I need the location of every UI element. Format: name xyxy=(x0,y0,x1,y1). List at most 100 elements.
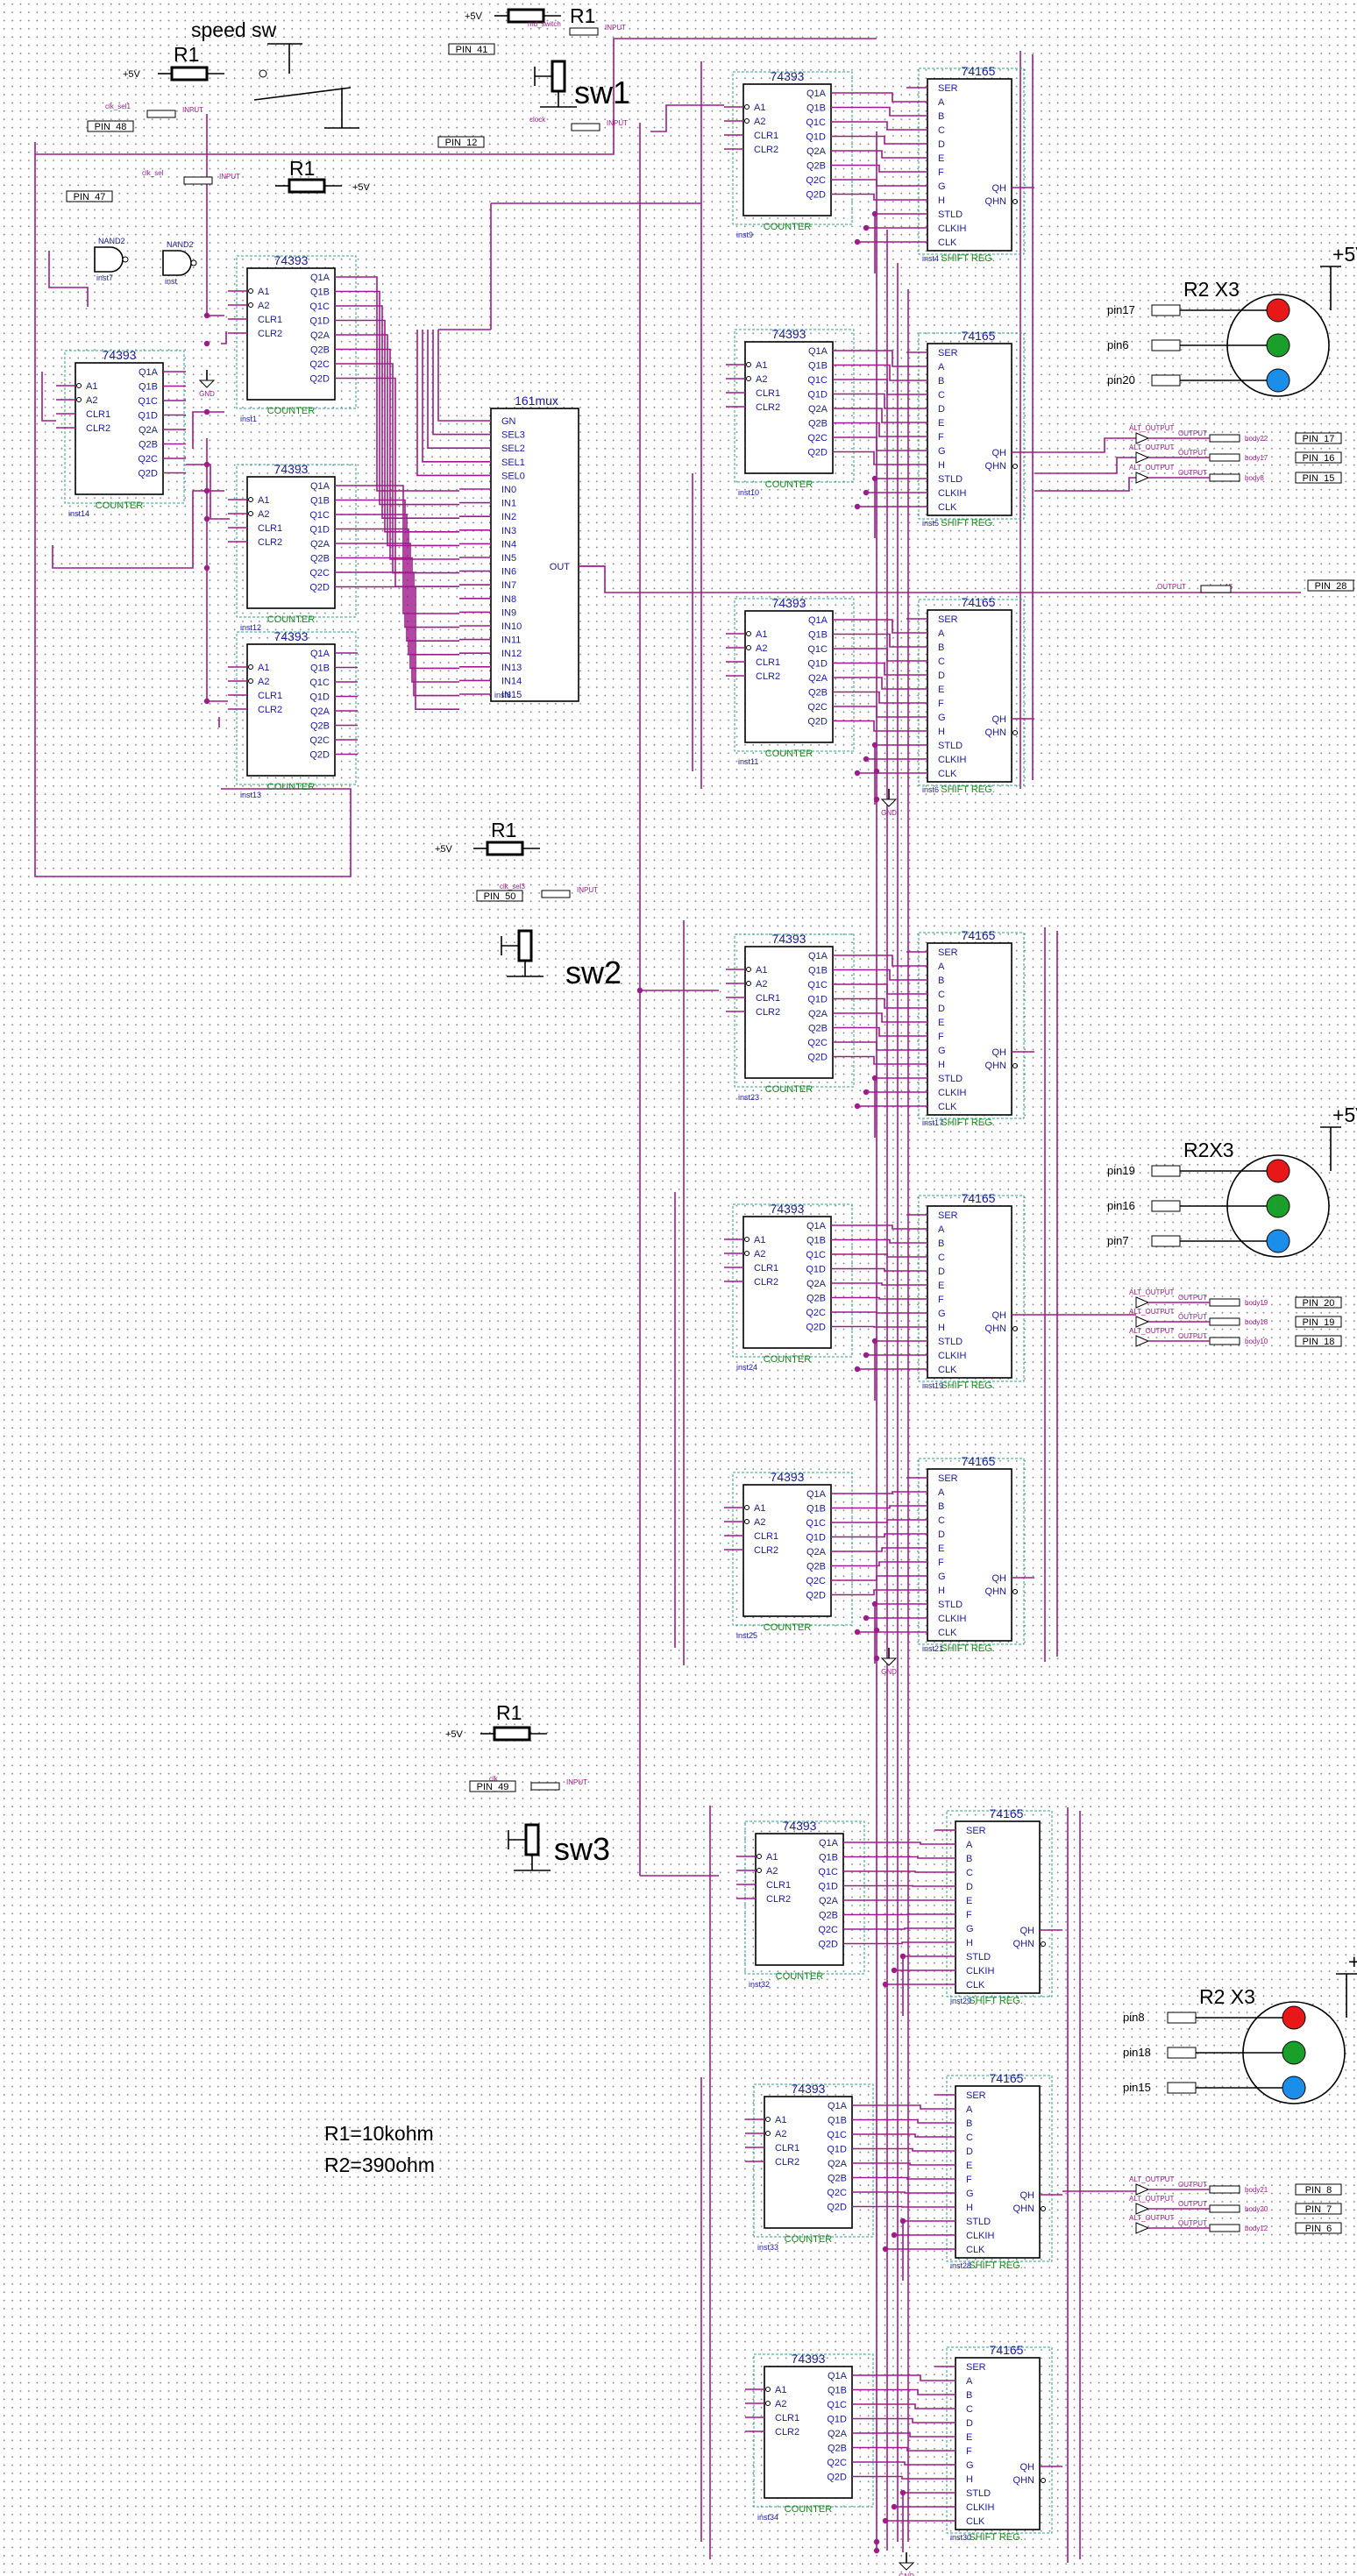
wire xyxy=(875,2191,934,2194)
pin-label: STLD xyxy=(938,1600,963,1610)
output-tag: OUTPUT xyxy=(1178,1332,1207,1340)
led-blue xyxy=(1266,368,1290,393)
pin-label: H xyxy=(938,460,945,471)
alt-buffer xyxy=(1135,1296,1150,1309)
pin-label: IN3 xyxy=(501,526,516,536)
r2-resistor xyxy=(1151,304,1181,316)
pin-box: PIN_17 xyxy=(1295,432,1342,444)
junction-dot xyxy=(636,987,643,994)
pin-label: QH xyxy=(992,183,1007,194)
pin-label: Q1C xyxy=(807,375,828,386)
pin-label: Q2D xyxy=(138,469,158,479)
pin-label: B xyxy=(938,1238,944,1249)
pin-label: Q2C xyxy=(309,359,330,370)
pin-label: Q1A xyxy=(310,649,330,659)
pin-box: PIN_28 xyxy=(1307,579,1354,592)
pin-label: Q2C xyxy=(806,1576,826,1586)
instance-label: inst34 xyxy=(757,2513,778,2522)
pin-label: A1 xyxy=(754,103,765,113)
chip-type-label: 74393 xyxy=(783,1819,817,1833)
chip-body xyxy=(755,1833,844,1966)
pin-label: CLK xyxy=(966,2245,985,2255)
pin-box-label: PIN_28 xyxy=(1315,581,1347,592)
pin-bubble xyxy=(248,497,253,502)
pin-label: CLR1 xyxy=(754,1531,778,1542)
net-name: clk_sel3 xyxy=(500,883,525,891)
pin-label: Q1B xyxy=(828,2386,847,2396)
wire xyxy=(875,2133,934,2138)
led-pin-label: pin16 xyxy=(1107,1199,1135,1212)
pin-label: A xyxy=(966,2376,973,2387)
output-tag: OUTPUT xyxy=(1178,2219,1207,2227)
chip-layer: NAND2inst7NAND2inst74393A1A2CLR1CLR2Q1AQ… xyxy=(56,64,1062,2543)
pin-label: Q1A xyxy=(310,481,330,492)
pin-label: E xyxy=(966,2432,972,2443)
instance-label: inst9 xyxy=(736,231,753,239)
pin-box: PIN_16 xyxy=(1295,451,1342,464)
wire xyxy=(192,411,224,449)
wire xyxy=(856,1026,906,1037)
vcc-label: +5V xyxy=(1348,1950,1357,1973)
shiftreg-caption: SHIFT REG. xyxy=(941,1118,995,1128)
wire xyxy=(854,1311,906,1314)
output-pin-body xyxy=(1209,2204,1240,2213)
junction-dot xyxy=(854,503,861,510)
pin-label: IN13 xyxy=(501,663,522,673)
counter-caption: COUNTER xyxy=(776,1971,823,1982)
pin-label: Q1B xyxy=(808,966,828,976)
r1-label: R1 xyxy=(570,4,595,27)
input-tag: INPUT xyxy=(182,106,203,114)
wire xyxy=(866,1927,934,1930)
pin-label: Q1B xyxy=(808,361,828,372)
pin-label: Q2C xyxy=(827,2188,847,2198)
pin-label: CLR2 xyxy=(754,1545,778,1556)
pin-label: SER xyxy=(966,1826,986,1836)
pin-label: Q2C xyxy=(806,1308,826,1318)
pin-label: Q2D xyxy=(309,583,330,593)
wire xyxy=(875,2403,934,2409)
wire xyxy=(856,422,906,437)
alt-buffer xyxy=(1135,472,1150,484)
junction-dot xyxy=(899,1953,906,1960)
pin-label: C xyxy=(966,2404,973,2415)
pin-label: Q1B xyxy=(806,103,826,114)
pin-label: Q1D xyxy=(807,995,828,1005)
pin-label: CLKIH xyxy=(966,2502,994,2513)
output-tag: OUTPUT xyxy=(1178,1294,1207,1302)
pin-bubble xyxy=(744,104,750,110)
counter-caption: COUNTER xyxy=(764,222,811,232)
junction-dot xyxy=(873,796,880,803)
pin-bubble xyxy=(248,288,253,294)
pin-box: PIN_20 xyxy=(1295,1296,1342,1309)
chip-type-label: 74393 xyxy=(274,253,309,267)
pin-label: D xyxy=(966,2147,973,2157)
ground-symbol: GND xyxy=(898,2552,915,2576)
junction-dot xyxy=(863,1352,870,1359)
wire xyxy=(854,1491,906,1494)
wire xyxy=(416,330,459,477)
chip-outline xyxy=(918,332,1025,520)
pin-label: A1 xyxy=(756,965,767,976)
pin-box-frame xyxy=(1295,1296,1342,1309)
pin-bubble xyxy=(746,967,751,972)
pin-box: PIN_41 xyxy=(448,43,495,55)
pin-label: Q1D xyxy=(309,525,330,536)
wire xyxy=(875,2147,934,2152)
counter-74393: 74393A1A2CLR1CLR2Q1AQ1BQ1CQ1DQ2AQ2BQ2CQ2… xyxy=(56,348,186,518)
pin-label: A1 xyxy=(258,287,269,297)
pin-label: GN xyxy=(501,416,516,427)
pin-label: CLK xyxy=(966,1980,985,1991)
pin-label: CLK xyxy=(966,2516,985,2527)
pin-label: CLR1 xyxy=(258,315,282,325)
wire xyxy=(875,2118,934,2124)
pin-label: C xyxy=(938,390,945,401)
pin-label: F xyxy=(966,2446,972,2457)
wire xyxy=(854,92,906,103)
wire xyxy=(874,213,906,273)
wire xyxy=(856,691,906,704)
